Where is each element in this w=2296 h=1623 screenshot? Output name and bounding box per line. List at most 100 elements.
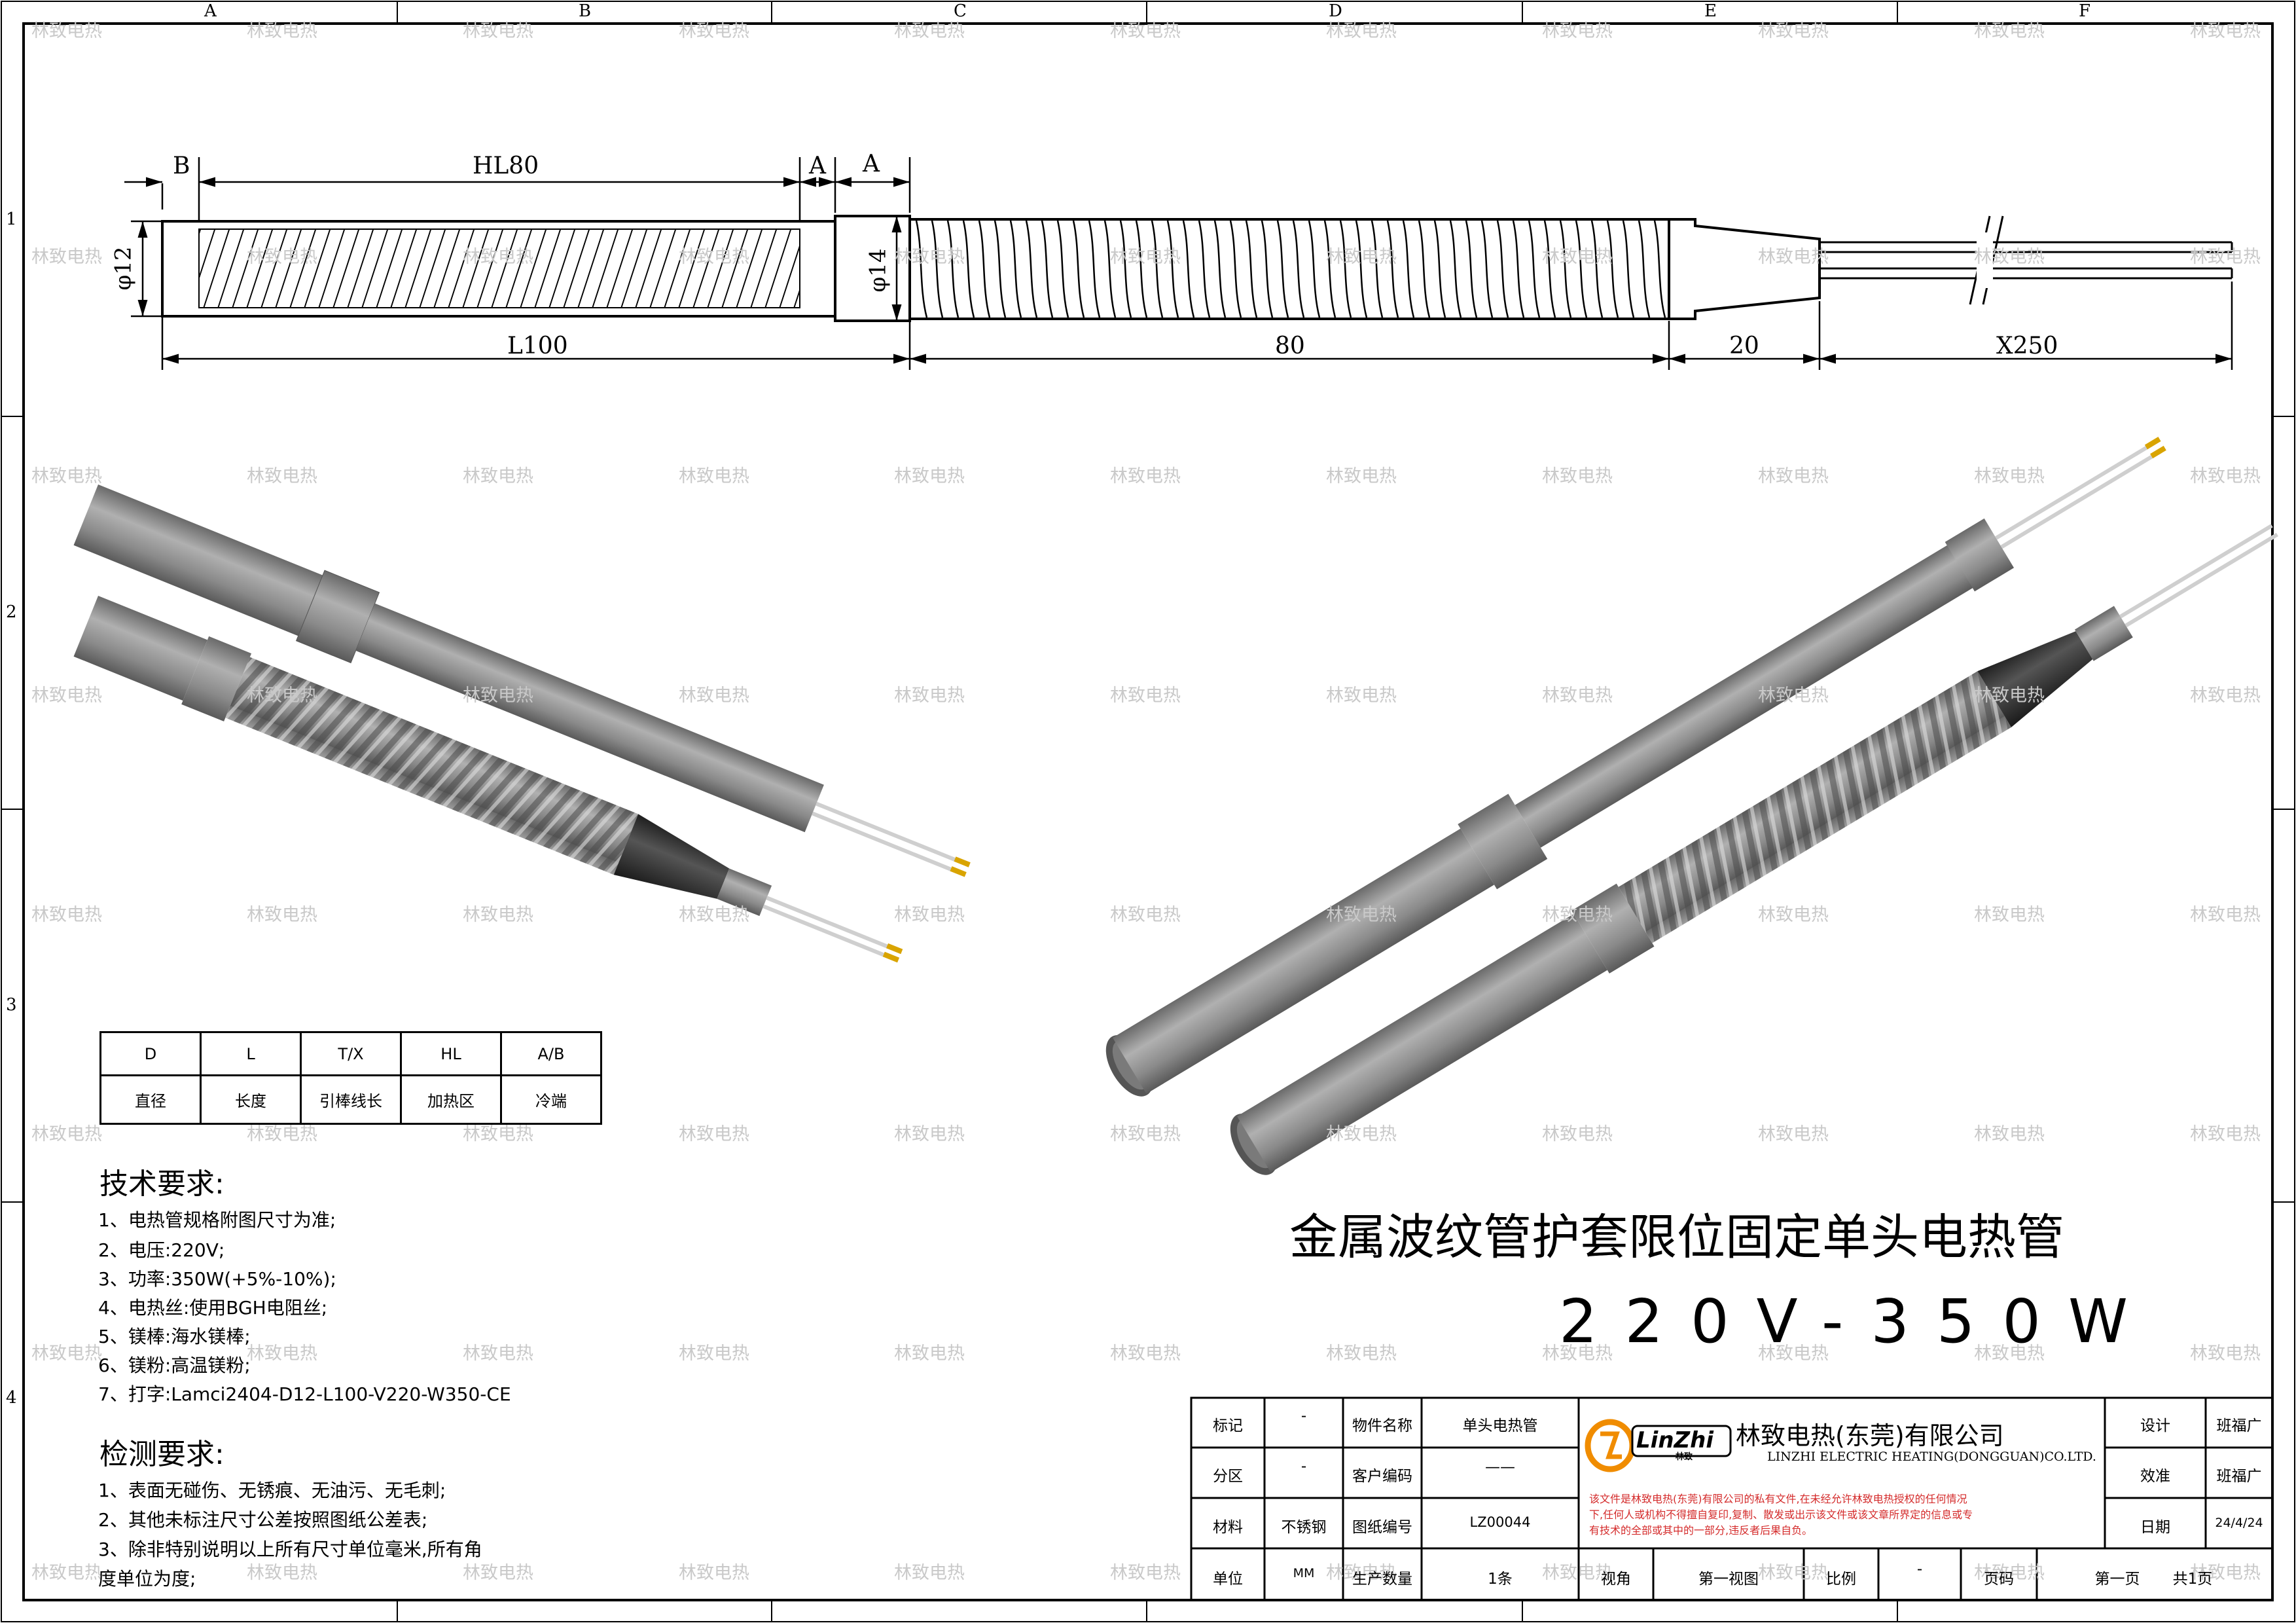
watermark-text: 林致电热 — [2190, 685, 2261, 706]
tb-date-label: 日期 — [2140, 1519, 2170, 1536]
watermark-text: 林致电热 — [463, 685, 533, 706]
inspect-req-3: 3、除非特别说明以上所有尺寸单位毫米,所有角 — [98, 1539, 482, 1560]
render-left — [73, 484, 971, 963]
watermark-text: 林致电热 — [1758, 685, 1829, 706]
corrugation-ridge — [994, 220, 1007, 318]
corrugation-ridge — [1056, 220, 1069, 318]
corrugation-ridge — [1543, 220, 1556, 318]
watermark-text: 林致电热 — [894, 1563, 965, 1583]
inspect-req-2: 2、其他未标注尺寸公差按照图纸公差表; — [98, 1509, 428, 1531]
watermark-text: 林致电热 — [679, 1124, 749, 1144]
watermark-text: 林致电热 — [894, 905, 965, 925]
tb-zone-label: 分区 — [1213, 1468, 1243, 1485]
tb-date-value: 24/4/24 — [2215, 1516, 2263, 1530]
spec-header-hl: HL — [400, 1031, 502, 1076]
corrugation-lines — [915, 220, 1666, 318]
watermark-text: 林致电热 — [1326, 247, 1397, 267]
dim-hl80: HL80 — [473, 153, 539, 179]
corrugation-ridge — [978, 220, 991, 318]
grid-row-1: 1 — [6, 210, 17, 229]
watermark-text: 林致电热 — [1758, 466, 1829, 486]
dim-phi12: φ12 — [110, 246, 137, 291]
watermark-text: 林致电热 — [1110, 905, 1181, 925]
watermark-text: 林致电热 — [894, 21, 965, 41]
tb-page-label: 页码 — [1984, 1571, 2014, 1588]
watermark-text: 林致电热 — [2190, 21, 2261, 41]
tb-customer-code-value: —— — [1485, 1459, 1515, 1476]
corrugation-ridge — [1386, 220, 1399, 318]
watermark-text: 林致电热 — [463, 1124, 533, 1144]
watermark-text: 林致电热 — [1542, 685, 1613, 706]
grid-row-3: 3 — [6, 995, 17, 1015]
spec-value-ab: 冷端 — [500, 1074, 602, 1125]
watermark-text: 林致电热 — [679, 247, 749, 267]
tech-req-3: 3、功率:350W(+5%-10%); — [98, 1268, 336, 1290]
corrugated-section — [908, 218, 1670, 320]
watermark-text: 林致电热 — [679, 21, 749, 41]
dim-b: B — [173, 153, 190, 179]
watermark-text: 林致电热 — [1758, 905, 1829, 925]
watermark-text: 林致电热 — [1974, 247, 2045, 267]
logo-subtext: 林致 — [1676, 1452, 1693, 1462]
tb-part-name-value: 单头电热管 — [1462, 1417, 1538, 1434]
corrugation-ridge — [1166, 220, 1179, 318]
watermark-text: 林致电热 — [679, 905, 749, 925]
watermark-text: 林致电热 — [894, 685, 965, 706]
grid-row-4: 4 — [6, 1388, 17, 1408]
tech-req-4: 4、电热丝:使用BGH电阻丝; — [98, 1297, 328, 1319]
inspection-requirements-title: 检测要求: — [99, 1438, 224, 1471]
watermark-text: 林致电热 — [894, 247, 965, 267]
watermark-text: 林致电热 — [679, 466, 749, 486]
tb-design-value: 班福广 — [2216, 1417, 2262, 1434]
corrugation-ridge — [1151, 220, 1164, 318]
watermark-text: 林致电热 — [1110, 1343, 1181, 1364]
tech-req-2: 2、电压:220V; — [98, 1239, 225, 1261]
watermark-text: 林致电热 — [679, 1343, 749, 1364]
watermark-text: 林致电热 — [1542, 466, 1613, 486]
spec-header-ab: A/B — [500, 1031, 602, 1076]
corrugation-ridge — [1041, 220, 1054, 318]
spec-table: D L T/X HL A/B 直径 长度 引棒线长 加热区 冷端 — [99, 1031, 602, 1125]
corrugation-ridge — [1292, 220, 1305, 318]
corrugation-ridge — [1009, 220, 1022, 318]
grid-col-c: C — [954, 1, 967, 21]
watermark-text: 林致电热 — [1758, 21, 1829, 41]
tb-page-value: 第一页 — [2094, 1571, 2140, 1588]
corrugation-ridge — [1402, 220, 1415, 318]
watermark-text: 林致电热 — [2190, 1124, 2261, 1144]
corrugation-ridge — [1512, 220, 1525, 318]
tb-view-value: 第一视图 — [1698, 1571, 1759, 1588]
corrugation-ridge — [1261, 220, 1274, 318]
heating-zone-hatch — [198, 228, 800, 308]
corrugation-ridge — [1308, 220, 1321, 318]
render-right — [1105, 437, 2278, 1175]
watermark-text: 林致电热 — [2190, 905, 2261, 925]
logo-text: LinZhi — [1636, 1427, 1714, 1453]
dim-phi14: φ14 — [865, 248, 891, 293]
corrugation-ridge — [1088, 220, 1101, 318]
tb-check-label: 效准 — [2140, 1468, 2170, 1485]
watermark-text: 林致电热 — [1758, 1124, 1829, 1144]
watermark-text: 林致电热 — [1974, 1343, 2045, 1364]
watermark-text: 林致电热 — [1326, 466, 1397, 486]
watermark-text: 林致电热 — [894, 1343, 965, 1364]
corrugation-ridge — [1465, 220, 1478, 318]
company-name-en: LINZHI ELECTRIC HEATING(DONGGUAN)CO.LTD. — [1767, 1450, 2096, 1464]
watermark-text: 林致电热 — [894, 466, 965, 486]
corrugation-ridge — [1371, 220, 1384, 318]
lead-wires — [1820, 241, 2233, 280]
watermark-text: 林致电热 — [247, 905, 317, 925]
watermark-text: 林致电热 — [1110, 247, 1181, 267]
copyright-notice: 该文件是林致电热(东莞)有限公司的私有文件,在未经允许林致电热授权的任何情况 下… — [1589, 1491, 1973, 1539]
tb-part-name-label: 物件名称 — [1352, 1417, 1412, 1434]
notice-line-2: 下,任何人或机构不得擅自复印,复制、散发或出示该文件或该文章所界定的信息或专 — [1589, 1508, 1973, 1521]
tech-req-1: 1、电热管规格附图尺寸为准; — [98, 1209, 336, 1231]
watermark-text: 林致电热 — [2190, 1343, 2261, 1364]
dim-x250: X250 — [1996, 333, 2058, 359]
watermark-text: 林致电热 — [463, 1343, 533, 1364]
corrugation-ridge — [1433, 220, 1446, 318]
product-spec-subtitle: 220V-350W — [1559, 1286, 2155, 1357]
watermark-text: 林致电热 — [1542, 1124, 1613, 1144]
tb-scale-value: - — [1916, 1561, 1923, 1578]
grid-col-f: F — [2079, 1, 2091, 21]
